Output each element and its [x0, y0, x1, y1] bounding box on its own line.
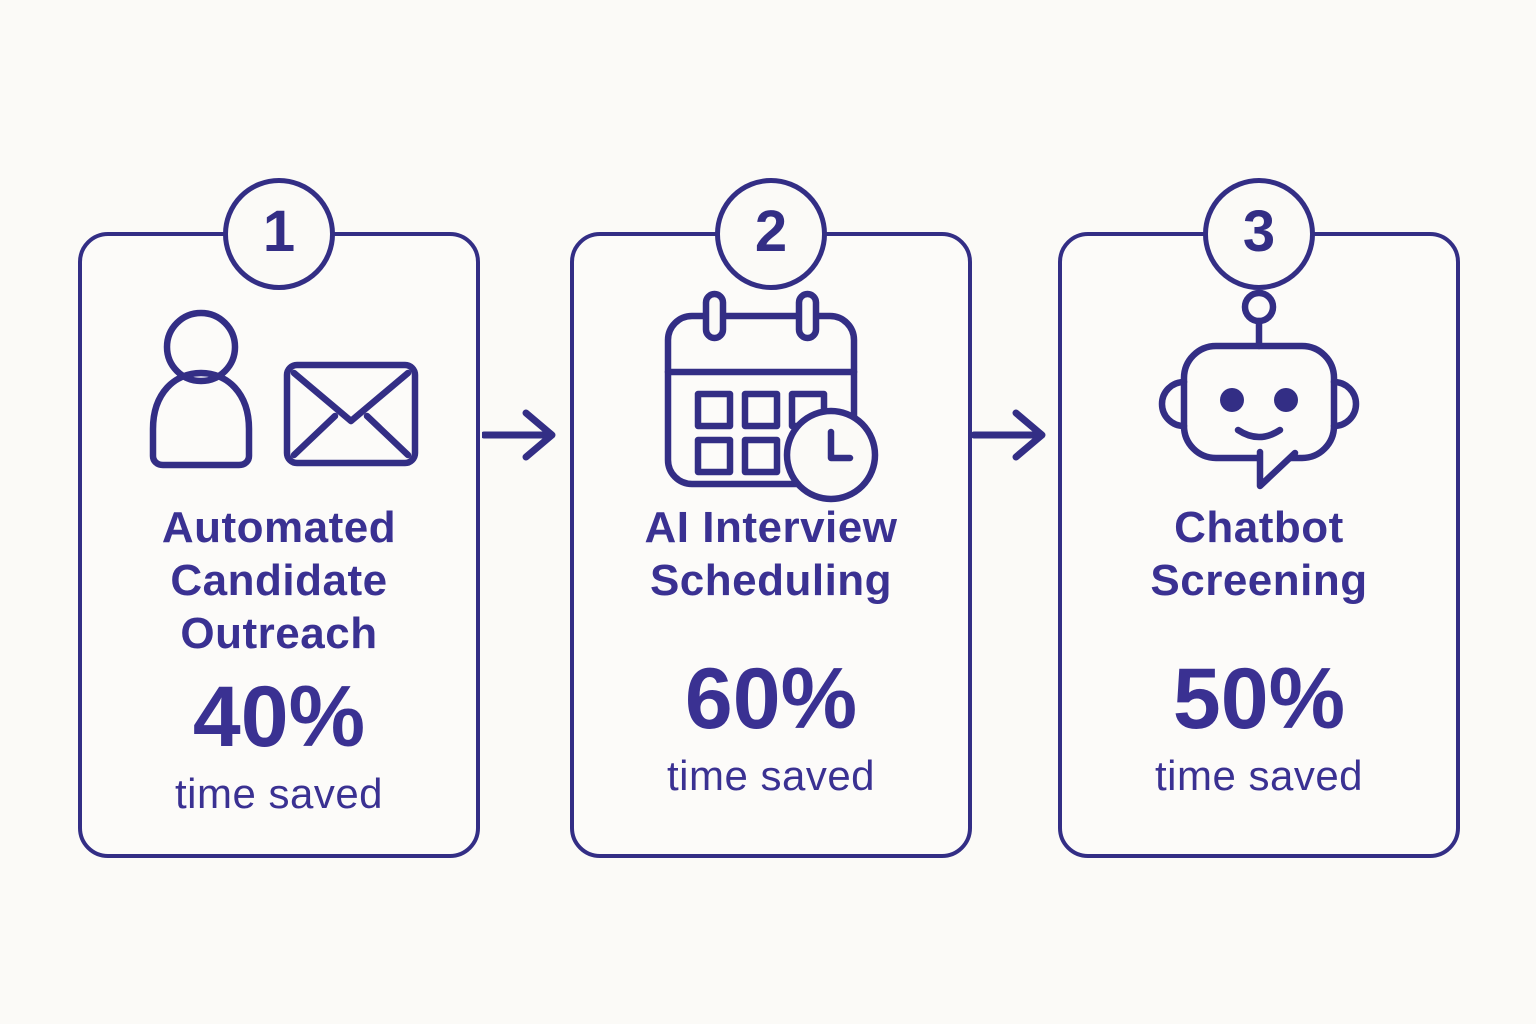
- step-card-2: 2 AI Interview Scheduling 60% time saved: [570, 178, 972, 858]
- step-number: 2: [754, 199, 788, 264]
- step-caption: time saved: [1154, 751, 1364, 799]
- step-percent: 50%: [1172, 650, 1346, 747]
- step-title: AI Interview Scheduling: [644, 503, 898, 605]
- step-number: 3: [1242, 199, 1276, 264]
- step-percent: 40%: [192, 669, 366, 766]
- calendar-clock-icon: [654, 290, 889, 502]
- step-card-1: 1 Automated Candidate Outreach 40% time …: [78, 178, 480, 858]
- flow-arrow-icon: [480, 397, 566, 478]
- step-number-badge-3: 3: [1203, 178, 1315, 290]
- step-number-badge-1: 1: [223, 178, 335, 290]
- step-number-badge-2: 2: [715, 178, 827, 290]
- step-caption: time saved: [666, 751, 876, 799]
- step-card-3: 3 Chatbot Screening 50% time saved: [1058, 178, 1460, 858]
- step-title: Automated Candidate Outreach: [161, 503, 397, 658]
- step-number: 1: [262, 199, 296, 264]
- step-percent: 60%: [684, 650, 858, 747]
- person-envelope-icon: [137, 302, 422, 482]
- step-caption: time saved: [174, 770, 384, 818]
- step-title: Chatbot Screening: [1150, 503, 1368, 605]
- flow-arrow-icon: [970, 397, 1056, 478]
- robot-chat-icon: [1144, 289, 1374, 490]
